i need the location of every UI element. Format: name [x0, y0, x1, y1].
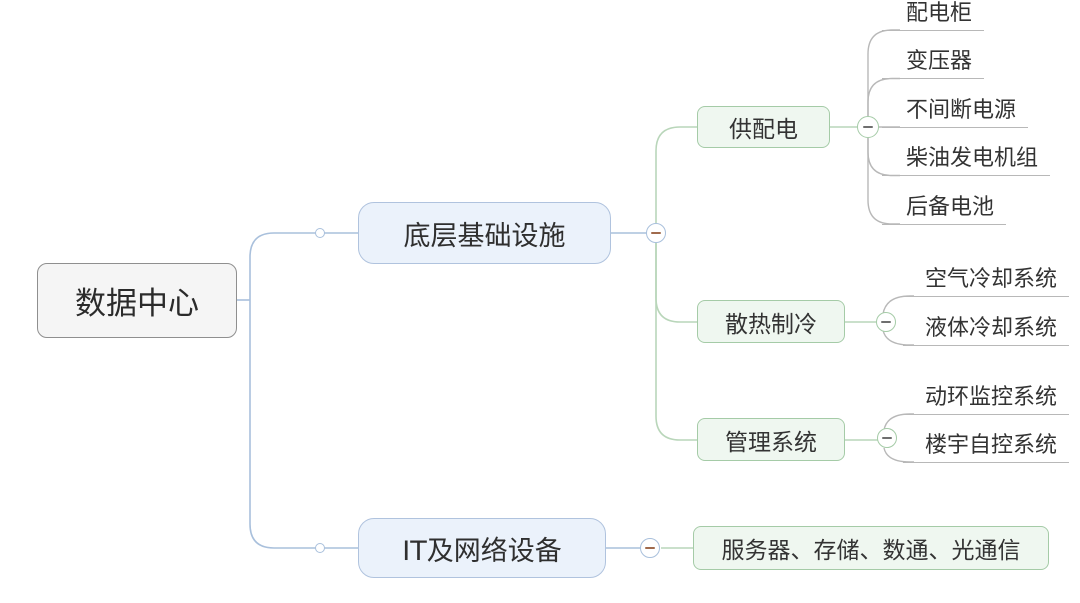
branch-dot	[315, 543, 325, 553]
connector-leaf-battery	[867, 138, 900, 225]
branch-node-infrastructure[interactable]: 底层基础设施	[358, 202, 611, 264]
collapse-toggle-it-network[interactable]	[640, 538, 660, 558]
branch-green-wires	[655, 126, 878, 549]
minus-icon	[881, 321, 891, 323]
connector-to-topic-power	[655, 126, 697, 223]
branch-blue-wires	[237, 232, 647, 549]
leaf-node-ups[interactable]: 不间断电源	[882, 97, 1029, 128]
branch-node-it-network[interactable]: IT及网络设备	[358, 518, 606, 578]
leaf-node-liquid-cooling[interactable]: 液体冷却系统	[903, 315, 1070, 346]
connector-to-topic-mgmt	[655, 243, 697, 441]
connector-leaf-louyu	[883, 447, 914, 463]
minus-icon	[882, 437, 892, 439]
leaf-node-diesel-generator[interactable]: 柴油发电机组	[882, 145, 1051, 176]
topic-node-cooling[interactable]: 散热制冷	[697, 300, 845, 343]
collapse-toggle-power-supply[interactable]	[857, 116, 879, 138]
leaf-node-distribution-cabinet[interactable]: 配电柜	[882, 0, 985, 31]
minus-icon	[651, 232, 661, 234]
connector-leaf-liquidcool	[882, 329, 914, 346]
root-node-data-center[interactable]: 数据中心	[37, 263, 237, 338]
connector-root-to-branch-2	[249, 300, 358, 549]
minus-icon	[863, 126, 873, 128]
topic-node-power-supply[interactable]: 供配电	[697, 106, 830, 148]
leaf-node-building-automation[interactable]: 楼宇自控系统	[903, 432, 1070, 463]
topic-node-management[interactable]: 管理系统	[697, 418, 845, 461]
leaf-node-env-monitoring[interactable]: 动环监控系统	[903, 384, 1070, 415]
connector-to-topic-cooling	[655, 243, 697, 323]
collapse-toggle-infrastructure[interactable]	[646, 223, 666, 243]
collapse-toggle-management[interactable]	[877, 428, 897, 448]
collapse-toggle-cooling[interactable]	[876, 312, 896, 332]
branch-dot	[315, 228, 325, 238]
topic-node-it-devices[interactable]: 服务器、存储、数通、光通信	[693, 526, 1049, 570]
leaf-node-air-cooling[interactable]: 空气冷却系统	[903, 266, 1070, 297]
leaf-node-backup-battery[interactable]: 后备电池	[882, 194, 1007, 225]
minus-icon	[645, 547, 655, 549]
connector-root-to-branch-1	[249, 232, 358, 300]
leaf-node-transformer[interactable]: 变压器	[882, 48, 985, 79]
